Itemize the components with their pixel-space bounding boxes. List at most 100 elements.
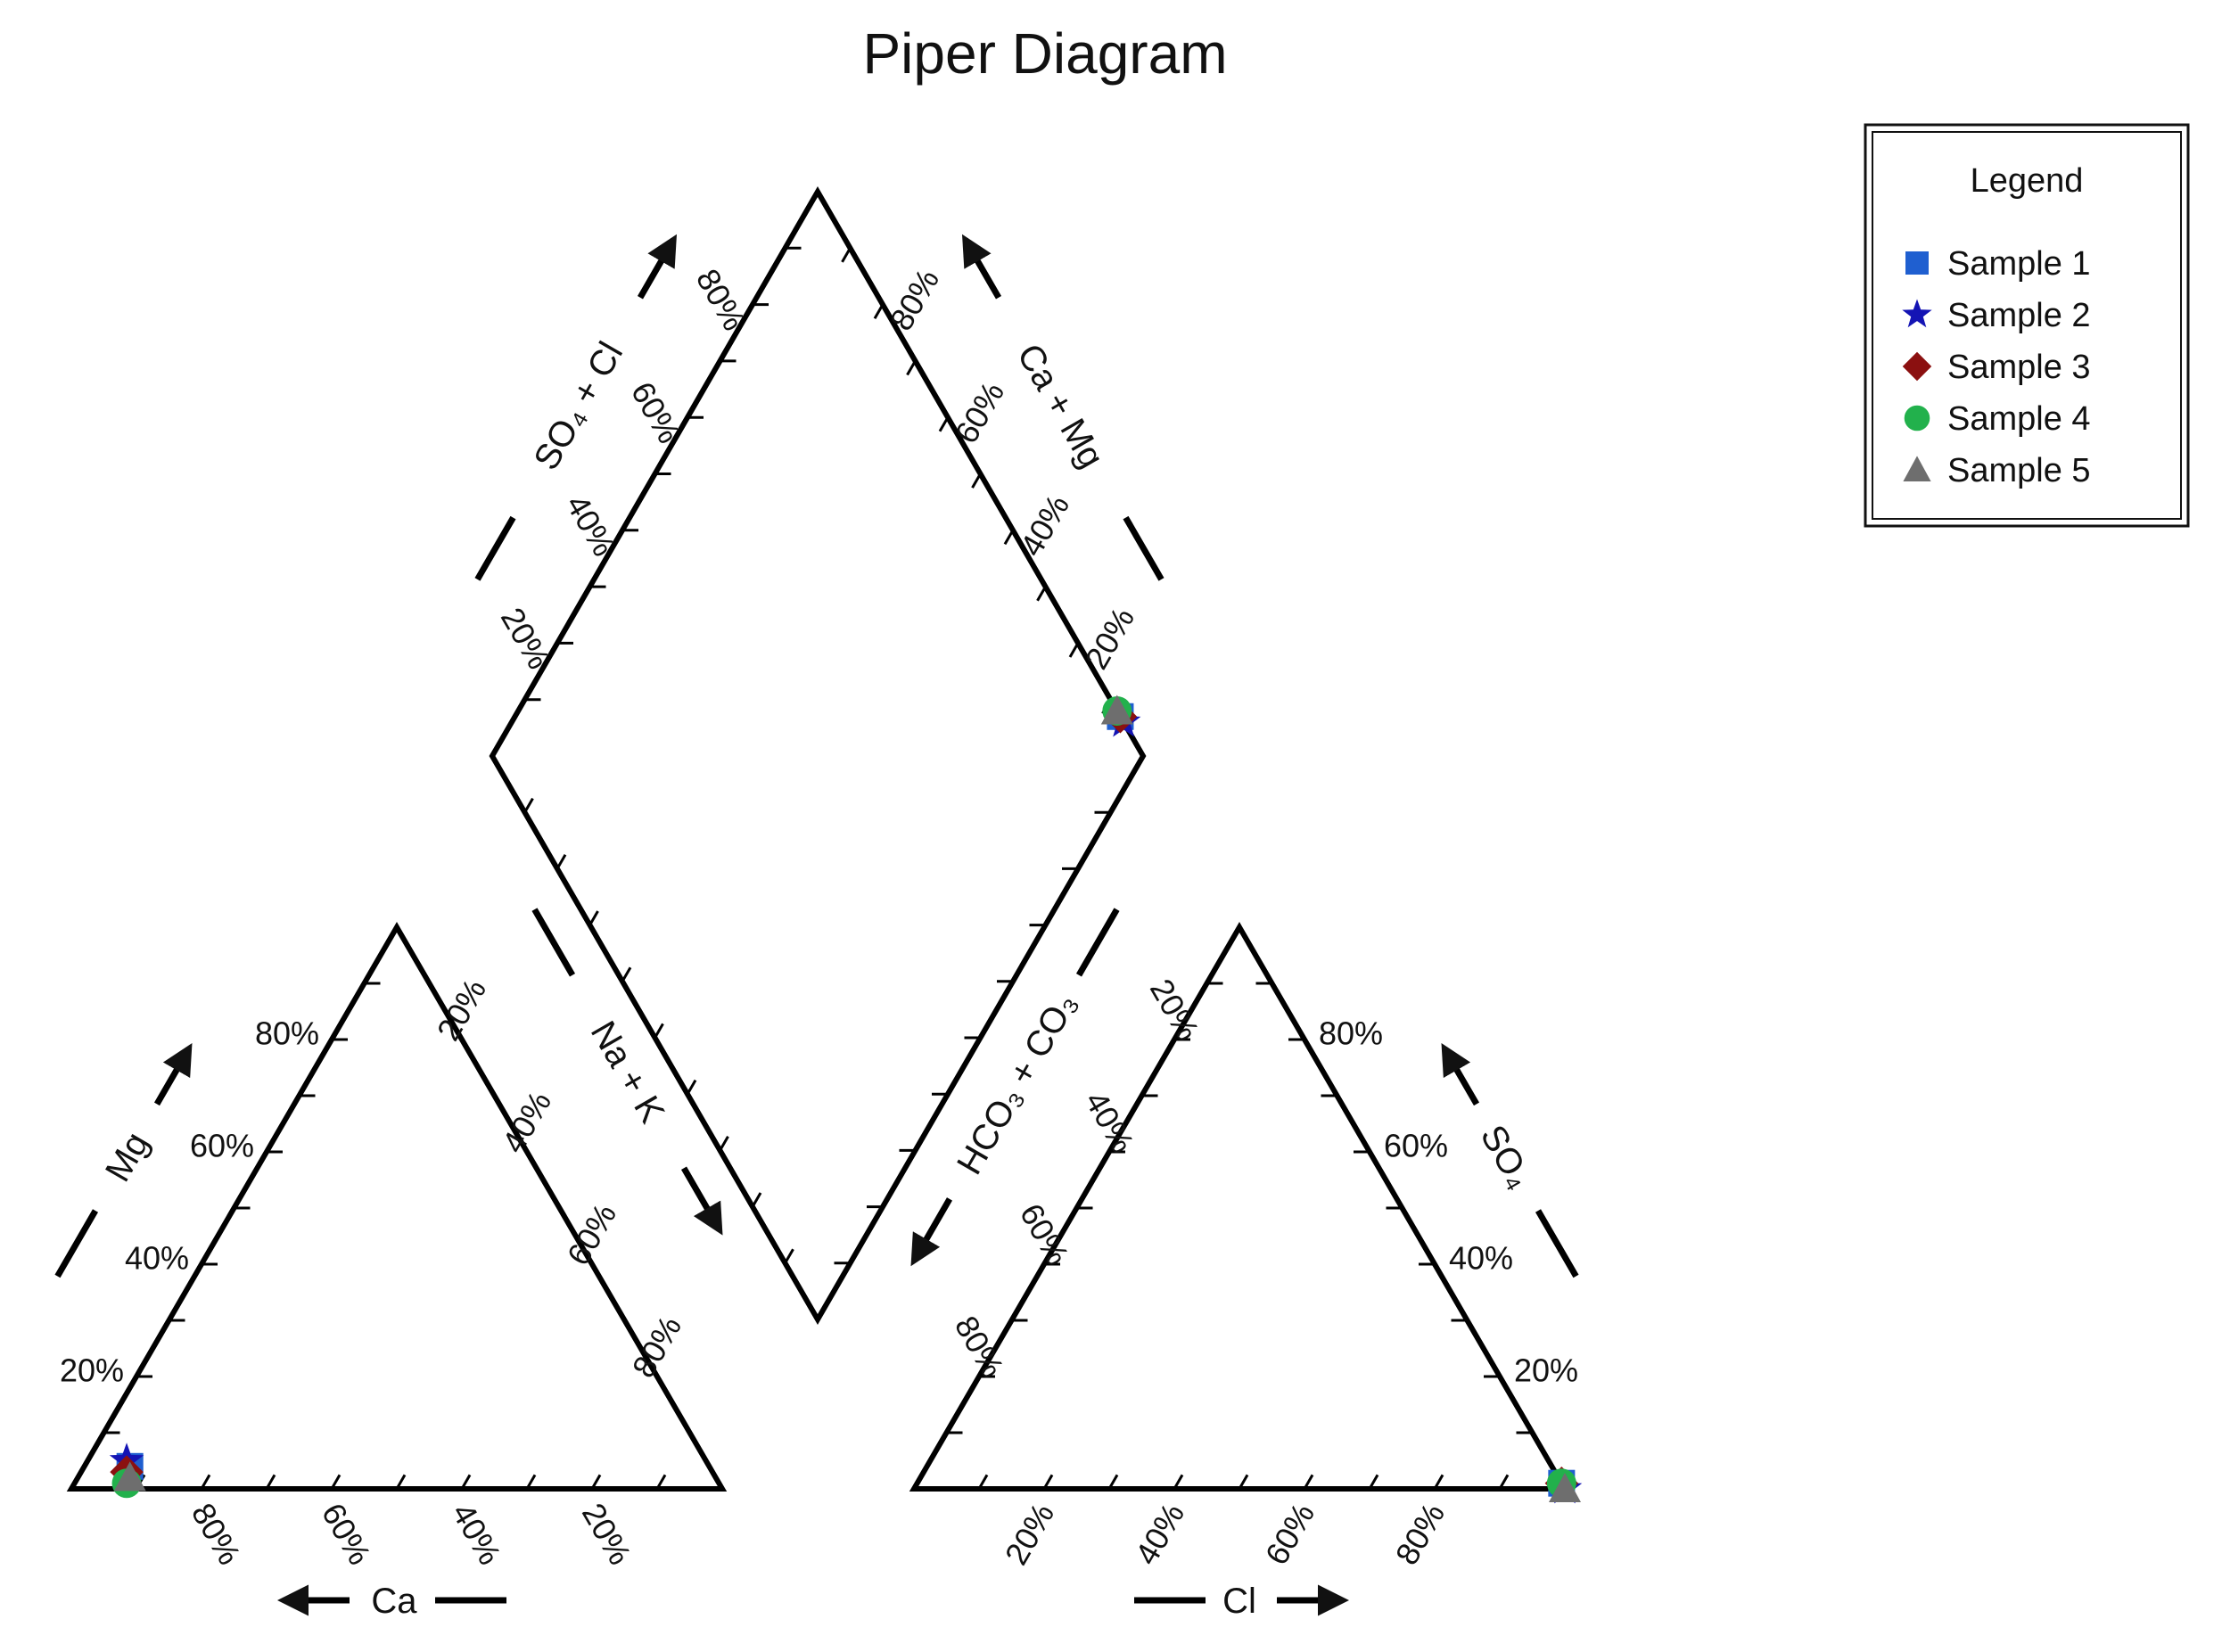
tick-mark <box>525 1474 537 1490</box>
tick-label: 60% <box>1384 1128 1448 1164</box>
tick-mark <box>615 1305 626 1321</box>
tick-label: 80% <box>1319 1015 1383 1052</box>
tick-label: 40% <box>445 1497 509 1571</box>
legend-outer-border <box>1864 123 2190 528</box>
tick-mark <box>1036 586 1047 602</box>
tick-mark <box>550 1193 561 1209</box>
tick-mark <box>330 1474 342 1490</box>
tick-label: 20% <box>60 1352 124 1389</box>
tick-label: 60% <box>315 1497 379 1571</box>
tick-mark <box>1303 1474 1314 1490</box>
tick-label: 80% <box>1388 1497 1453 1571</box>
so4-axis-arrow <box>1441 1043 1480 1106</box>
legend-item-label: Sample 2 <box>1947 297 2091 334</box>
so4cl-axis-arrow <box>637 234 677 300</box>
camg-axis-arrow <box>962 234 1002 300</box>
nak-axis-arrow <box>680 1166 723 1236</box>
legend-star-marker <box>1902 299 1932 328</box>
camg-axis-dash <box>1123 515 1164 581</box>
tick-label: 20% <box>575 1497 639 1571</box>
tick-mark <box>590 1474 602 1490</box>
tick-label: 20% <box>1143 973 1207 1047</box>
tick-mark <box>485 1081 496 1097</box>
chart-title: Piper Diagram <box>862 21 1227 86</box>
tick-labels: 80%60%40%20%20%40%60%80%20%40%60%80%20%4… <box>60 263 1578 1571</box>
tick-mark <box>621 966 632 982</box>
tick-label: 60% <box>560 1197 624 1271</box>
tick-mark <box>1042 1474 1054 1490</box>
tick-mark <box>452 1024 464 1040</box>
mg-axis-arrow <box>153 1043 193 1106</box>
hco3-axis-label: HCO₃ + CO₃ <box>950 986 1085 1181</box>
legend-square-marker <box>1905 251 1929 275</box>
tick-mark <box>1433 1474 1444 1490</box>
tick-mark <box>1238 1474 1249 1490</box>
camg-axis-label: Ca + Mg <box>1009 338 1111 475</box>
tick-label: 80% <box>185 1497 249 1571</box>
so4-axis-dash <box>1535 1209 1579 1278</box>
tick-mark <box>523 797 534 813</box>
tick-mark <box>938 416 950 432</box>
anion-triangle <box>909 922 1570 1492</box>
tick-label: 60% <box>190 1128 254 1164</box>
legend-circle-marker <box>1904 405 1930 431</box>
legend-item-label: Sample 3 <box>1947 349 2091 386</box>
tick-label: 60% <box>1258 1497 1322 1571</box>
central-diamond <box>489 185 1147 1325</box>
so4cl-axis-dash <box>474 515 516 581</box>
tick-mark <box>1068 642 1080 658</box>
tick-mark <box>1107 1474 1119 1490</box>
tick-label: 80% <box>948 1310 1012 1384</box>
tick-mark <box>719 1136 729 1152</box>
tick-mark <box>395 1474 407 1490</box>
legend-item-label: Sample 4 <box>1947 400 2091 438</box>
tick-label: 40% <box>495 1085 559 1159</box>
tick-label: 80% <box>625 1310 689 1384</box>
tick-mark <box>1173 1474 1184 1490</box>
tick-mark <box>460 1474 472 1490</box>
tick-mark <box>1498 1474 1510 1490</box>
tick-mark <box>265 1474 276 1490</box>
mg-axis-dash <box>54 1209 99 1278</box>
legend-title: Legend <box>1971 162 2084 200</box>
tick-label: 20% <box>430 973 494 1047</box>
legend-triangle-marker <box>1903 456 1931 481</box>
tick-mark <box>647 1361 659 1377</box>
tick-mark <box>906 360 917 376</box>
sample-5-diamond-marker <box>1100 694 1133 725</box>
legend-diamond-marker <box>1902 351 1932 382</box>
tick-mark <box>751 1192 762 1208</box>
legend-items: Sample 1 Sample 2 Sample 3 Sample 4 Sample 5 <box>1902 245 2091 489</box>
tick-label: 40% <box>1078 1085 1142 1159</box>
tick-mark <box>654 1023 664 1039</box>
tick-mark <box>655 1474 667 1490</box>
tick-mark <box>1368 1474 1379 1490</box>
mg-axis-label: Mg <box>98 1126 157 1188</box>
tick-label: 40% <box>1449 1240 1513 1277</box>
tick-mark <box>784 1248 794 1264</box>
so4cl-axis-label: SO₄ + Cl <box>526 335 630 476</box>
tick-mark <box>680 1418 691 1434</box>
sample-markers <box>109 694 1583 1504</box>
hco3-axis-arrow <box>910 1197 953 1267</box>
axis-labels: Ca Cl Mg Na + K HCO₃ + CO₃ SO₄ <box>54 234 1579 1621</box>
cl-axis-label: Cl <box>1222 1582 1256 1621</box>
tick-mark <box>971 473 982 489</box>
tick-mark <box>200 1474 211 1490</box>
tick-label: 80% <box>255 1015 319 1052</box>
tick-mark <box>588 910 599 926</box>
legend-item-label: Sample 1 <box>1947 245 2091 283</box>
tick-mark <box>686 1079 697 1095</box>
legend-inner-border <box>1872 131 2182 520</box>
nak-axis-dash <box>531 908 576 977</box>
legend-item-label: Sample 5 <box>1947 452 2091 489</box>
tick-marks <box>103 246 1533 1490</box>
tick-mark <box>841 247 852 263</box>
sample-5-cation-marker <box>113 1461 146 1492</box>
tick-mark <box>873 303 885 319</box>
tick-mark <box>556 854 567 870</box>
tick-label: 40% <box>1128 1497 1192 1571</box>
tick-label: 60% <box>1013 1197 1077 1271</box>
